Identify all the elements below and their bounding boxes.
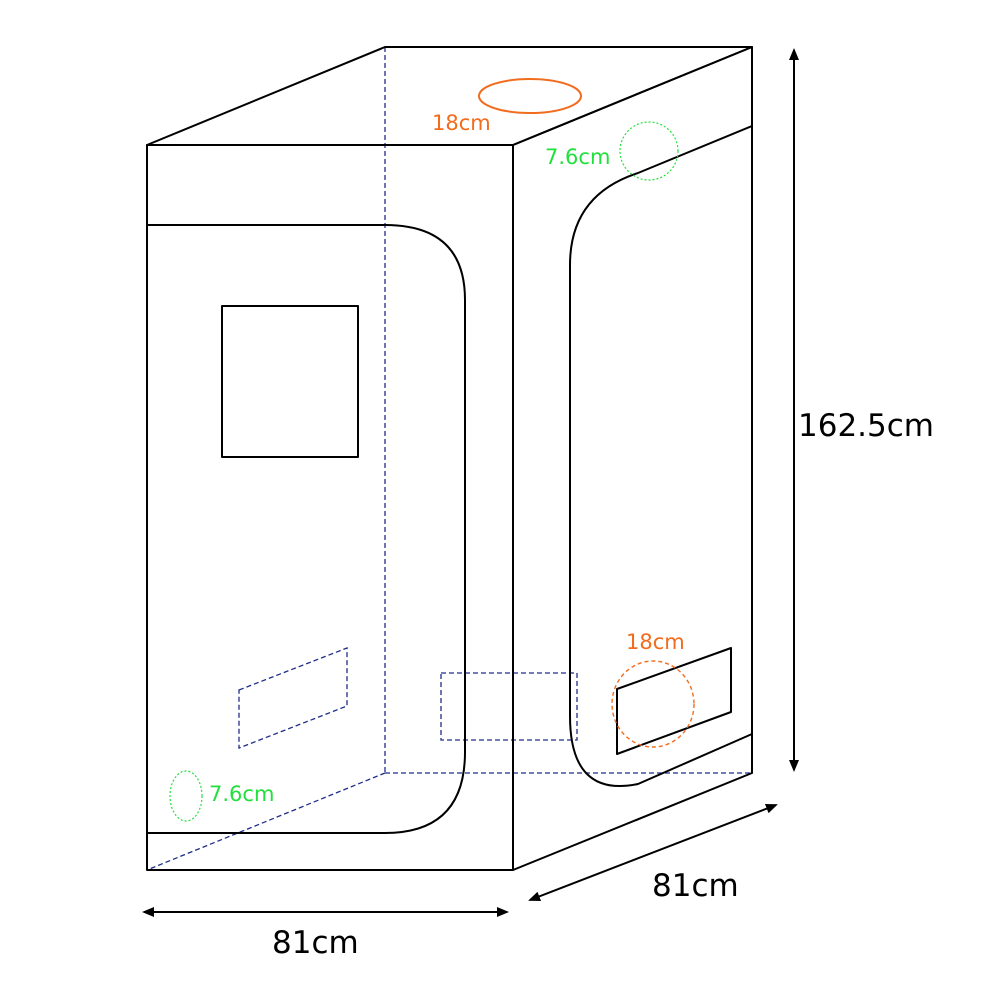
side-port-label: 18cm (626, 630, 685, 654)
side-port-circle (611, 660, 695, 748)
depth-label: 81cm (652, 868, 739, 904)
front-vent-bottom-label: 7.6cm (209, 782, 274, 806)
tent-front-face (146, 144, 514, 871)
tent-side-face (512, 46, 753, 871)
top-port-circle (478, 78, 582, 114)
front-vent-bottom-circle (169, 770, 203, 822)
front-door (146, 224, 466, 834)
front-window (221, 305, 359, 458)
side-vent-top-circle (619, 121, 679, 181)
side-vent-top-label: 7.6cm (545, 145, 610, 169)
hidden-edges (146, 47, 752, 871)
hidden-window-left (238, 647, 348, 749)
width-label: 81cm (272, 925, 359, 961)
height-label: 162.5cm (798, 408, 934, 444)
top-port-label: 18cm (432, 111, 491, 135)
depth-arrow (528, 803, 778, 902)
tent-outline (146, 46, 753, 871)
hidden-window-back (440, 672, 578, 741)
side-door (569, 125, 753, 787)
side-window (616, 647, 732, 755)
